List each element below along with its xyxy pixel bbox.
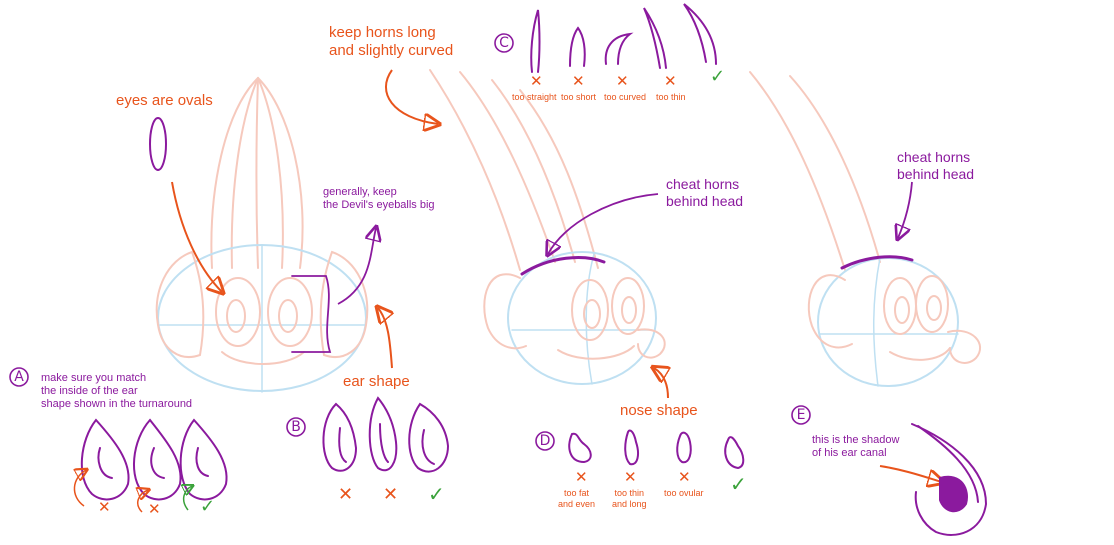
ear-a-mark-1: ✕ xyxy=(98,498,111,516)
horns-three-quarter xyxy=(429,69,599,271)
nose-mark-1: ✕ xyxy=(575,468,588,486)
nose-mark-2: ✕ xyxy=(624,468,637,486)
ear-b-mark-1: ✕ xyxy=(338,484,354,505)
arrow-nose-shape xyxy=(654,368,668,399)
section-e-badge: E xyxy=(790,404,812,426)
horn-mark-2: ✕ xyxy=(572,72,585,90)
head-side-view xyxy=(749,71,982,387)
eyeball-size-bracket xyxy=(291,275,332,353)
cheat-horn-line xyxy=(520,256,606,276)
ear-a-mark-3: ✓ xyxy=(200,496,216,517)
horn-caption-4: too thin xyxy=(656,92,686,102)
nose-caption-1: too fat and even xyxy=(558,488,596,509)
arrow-ear-shape xyxy=(378,308,392,369)
section-d-ring xyxy=(535,431,555,451)
nose-shape-label: nose shape xyxy=(620,402,698,419)
nose-mark-3: ✕ xyxy=(678,468,691,486)
ear-inside-examples xyxy=(80,418,228,501)
cheat-horn-line xyxy=(840,255,914,270)
nose-caption-3: too ovular xyxy=(664,488,704,498)
eye-oval-sample xyxy=(149,117,167,171)
section-c-ring xyxy=(494,33,514,53)
eyes-front xyxy=(215,277,313,347)
arrow-eyeballs xyxy=(337,228,376,305)
arrow-horns xyxy=(385,69,438,124)
horn-caption-1: too straight xyxy=(512,92,557,102)
horn-mark-5: ✓ xyxy=(710,66,726,87)
section-b-ring xyxy=(286,417,306,437)
arrow-ear-a1 xyxy=(74,470,86,507)
arrow-cheat-horns-right xyxy=(898,181,913,238)
section-d-badge: D xyxy=(534,430,556,452)
ear-b-mark-3: ✓ xyxy=(428,482,445,506)
section-c-badge: C xyxy=(493,32,515,54)
section-a-ring xyxy=(9,367,29,387)
nose-shape-examples xyxy=(568,429,745,470)
horn-mark-3: ✕ xyxy=(616,72,629,90)
arrow-cheat-horns-center xyxy=(548,193,659,254)
head-front-view xyxy=(155,76,369,393)
ear-shape-examples xyxy=(322,396,450,473)
horn-mark-1: ✕ xyxy=(530,72,543,90)
ear-a-mark-2: ✕ xyxy=(148,500,161,518)
mouth-front xyxy=(221,351,305,365)
arrow-ear-canal-shadow xyxy=(879,465,942,482)
ear-three-quarter xyxy=(483,273,527,350)
ear-canal-shadow-example xyxy=(911,423,988,536)
ear-shape-label: ear shape xyxy=(343,373,410,390)
head-three-quarter-view xyxy=(429,69,666,385)
horn-mark-4: ✕ xyxy=(664,72,677,90)
ear-side xyxy=(807,274,853,349)
section-a-badge: A xyxy=(8,366,30,388)
cheat-horns-right-label: cheat horns behind head xyxy=(897,149,975,182)
arrow-ear-a3 xyxy=(184,486,192,511)
horn-shape-examples xyxy=(530,3,717,73)
nose-mark-4: ✓ xyxy=(730,472,747,496)
eyes-tip-label: eyes are ovals xyxy=(116,92,213,109)
horns-tip-label: keep horns long and slightly curved xyxy=(329,24,454,59)
section-e-ring xyxy=(791,405,811,425)
horn-caption-3: too curved xyxy=(604,92,647,102)
eyeballs-tip-label: generally, keep the Devil's eyeballs big xyxy=(323,186,435,211)
arrow-ear-a2 xyxy=(138,490,148,513)
horns-front xyxy=(210,76,304,269)
horns-side xyxy=(749,71,881,271)
shadow-note-label: this is the shadow of his ear canal xyxy=(812,434,900,459)
cheat-horns-center-label: cheat horns behind head xyxy=(666,176,744,209)
section-b-badge: B xyxy=(285,416,307,438)
horn-caption-2: too short xyxy=(561,92,597,102)
nose-caption-2: too thin and long xyxy=(612,488,647,509)
ear-inside-note-label: make sure you match the inside of the ea… xyxy=(41,372,193,410)
ears-front xyxy=(155,250,369,358)
ear-b-mark-2: ✕ xyxy=(383,484,399,505)
arrow-eyes xyxy=(171,181,222,292)
head-circle xyxy=(507,251,657,385)
